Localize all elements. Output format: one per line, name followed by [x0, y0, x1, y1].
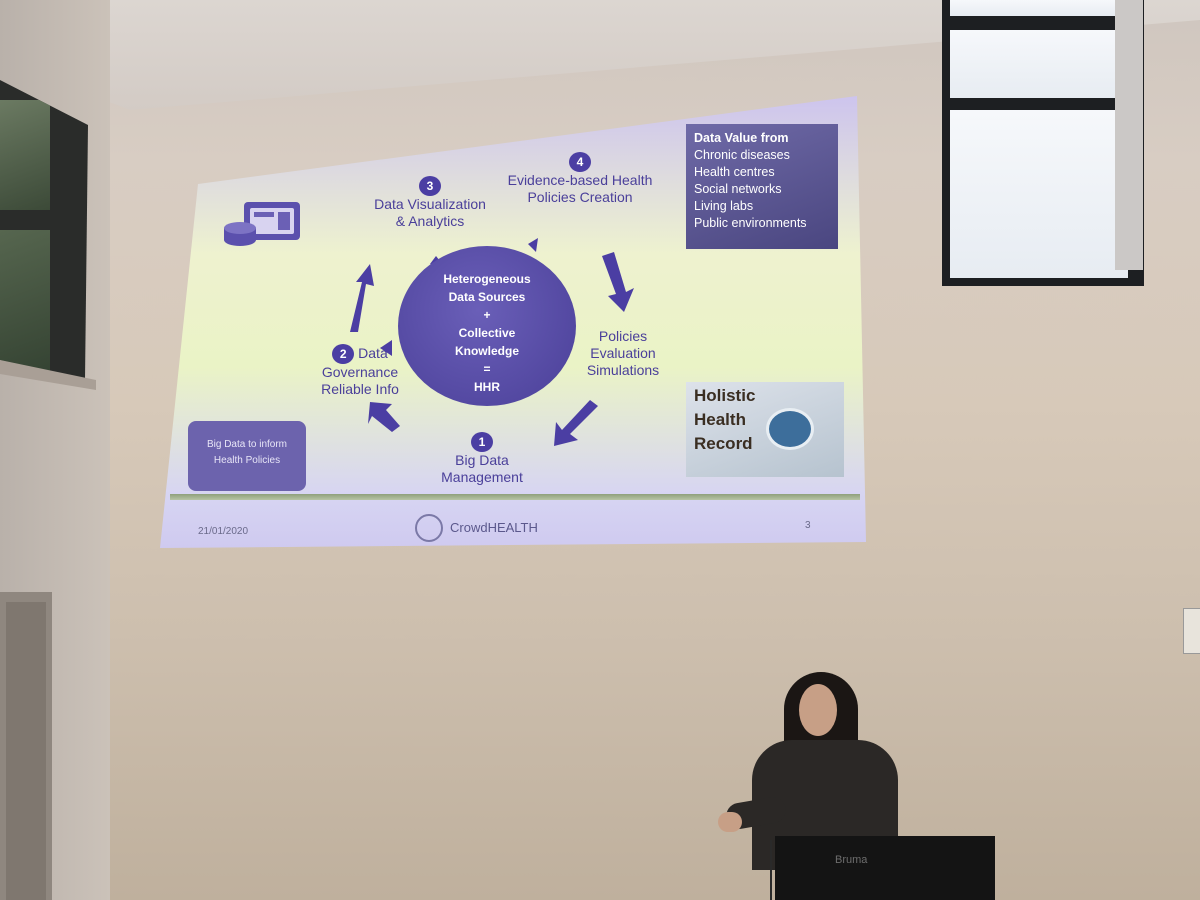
window-pane: [0, 100, 50, 210]
presenter-hand: [718, 812, 742, 832]
door: [0, 592, 52, 900]
hub-line: HHR: [474, 380, 500, 394]
cycle-arrows: [350, 238, 634, 446]
database-dashboard-icon: [224, 202, 300, 246]
step-2-label-line2: Governance: [321, 364, 399, 380]
window-reveal: [1115, 0, 1143, 270]
step-1-block: 1 Big Data Management: [422, 432, 542, 486]
step-3-label-line1: Data Visualization: [374, 196, 486, 212]
data-value-item: Health centres: [694, 165, 775, 179]
slide-page-number: 3: [805, 520, 811, 531]
arrow-icon: [528, 238, 538, 252]
window-pane: [950, 30, 1130, 98]
data-value-box: Data Value from Chronic diseases Health …: [686, 124, 838, 249]
step-4-label-line2: Policies Creation: [527, 189, 633, 205]
data-value-item: Living labs: [694, 199, 754, 213]
holistic-line: Holistic: [694, 386, 756, 405]
step-4-label-line1: Evidence-based Health: [507, 172, 653, 188]
data-value-item: Chronic diseases: [694, 148, 790, 162]
window-pane: [950, 0, 1130, 16]
step-4-block: 4 Evidence-based Health Policies Creatio…: [490, 152, 670, 206]
data-value-item: Public environments: [694, 216, 807, 230]
cable: [770, 840, 772, 900]
hub-line: Collective: [458, 326, 516, 340]
arrow-icon: [602, 252, 634, 312]
policies-line3: Simulations: [586, 362, 660, 378]
projected-slide: 3 Data Visualization & Analytics 4 Evide…: [160, 96, 866, 548]
step-1-label-line1: Big Data: [455, 452, 509, 468]
step-3-block: 3 Data Visualization & Analytics: [350, 176, 510, 230]
holistic-line: Record: [694, 434, 753, 453]
step-1-number: 1: [471, 432, 493, 452]
policies-line1: Policies: [598, 328, 648, 344]
person-icon: [766, 408, 814, 450]
arrow-icon: [350, 264, 374, 332]
slide-date: 21/01/2020: [198, 526, 249, 537]
left-window: [0, 80, 88, 380]
arrow-icon: [368, 402, 400, 432]
step-2-number: 2: [332, 344, 355, 364]
hub-line: Data Sources: [448, 290, 526, 304]
wall-sign: [1183, 608, 1200, 654]
step-3-number: 3: [419, 176, 441, 196]
podium: Bruma: [775, 836, 995, 900]
holistic-health-record-box: Holistic Health Record: [686, 382, 844, 477]
pill-line: Health Policies: [213, 455, 281, 466]
window-pane: [950, 110, 1128, 278]
step-2-label-line3: Reliable Info: [321, 381, 399, 397]
pill-line: Big Data to inform: [206, 439, 288, 450]
step-2-block: 2 Data Governance Reliable Info: [310, 344, 410, 398]
arrow-icon: [380, 340, 392, 356]
podium-brand: Bruma: [835, 854, 868, 866]
hub-line: Knowledge: [454, 344, 519, 358]
hub-line: =: [483, 362, 491, 376]
step-2-label-line1: Data: [358, 345, 388, 361]
window-pane: [0, 230, 50, 380]
slide-brand: CrowdHEALTH: [450, 520, 538, 535]
hub-line: +: [483, 308, 491, 322]
policies-line2: Evaluation: [590, 345, 656, 361]
big-data-pill: Big Data to inform Health Policies: [188, 421, 306, 491]
step-1-label-line2: Management: [441, 469, 523, 485]
arrow-icon: [554, 400, 598, 446]
data-value-title: Data Value from: [694, 131, 789, 145]
hub-circle: Heterogeneous Data Sources + Collective …: [398, 246, 576, 406]
crowdhealth-logo-icon: [415, 514, 443, 542]
holistic-text: Holistic Health Record: [694, 384, 755, 456]
holistic-line: Health: [694, 410, 746, 429]
door-panel: [6, 602, 46, 900]
step-4-number: 4: [569, 152, 591, 172]
footer-divider: [170, 494, 860, 500]
step-3-label-line2: & Analytics: [395, 213, 465, 229]
policies-evaluation-block: Policies Evaluation Simulations: [568, 328, 678, 379]
data-value-item: Social networks: [694, 182, 782, 196]
presenter-face: [799, 684, 837, 736]
right-window: [942, 0, 1144, 286]
hub-line: Heterogeneous: [443, 272, 531, 286]
